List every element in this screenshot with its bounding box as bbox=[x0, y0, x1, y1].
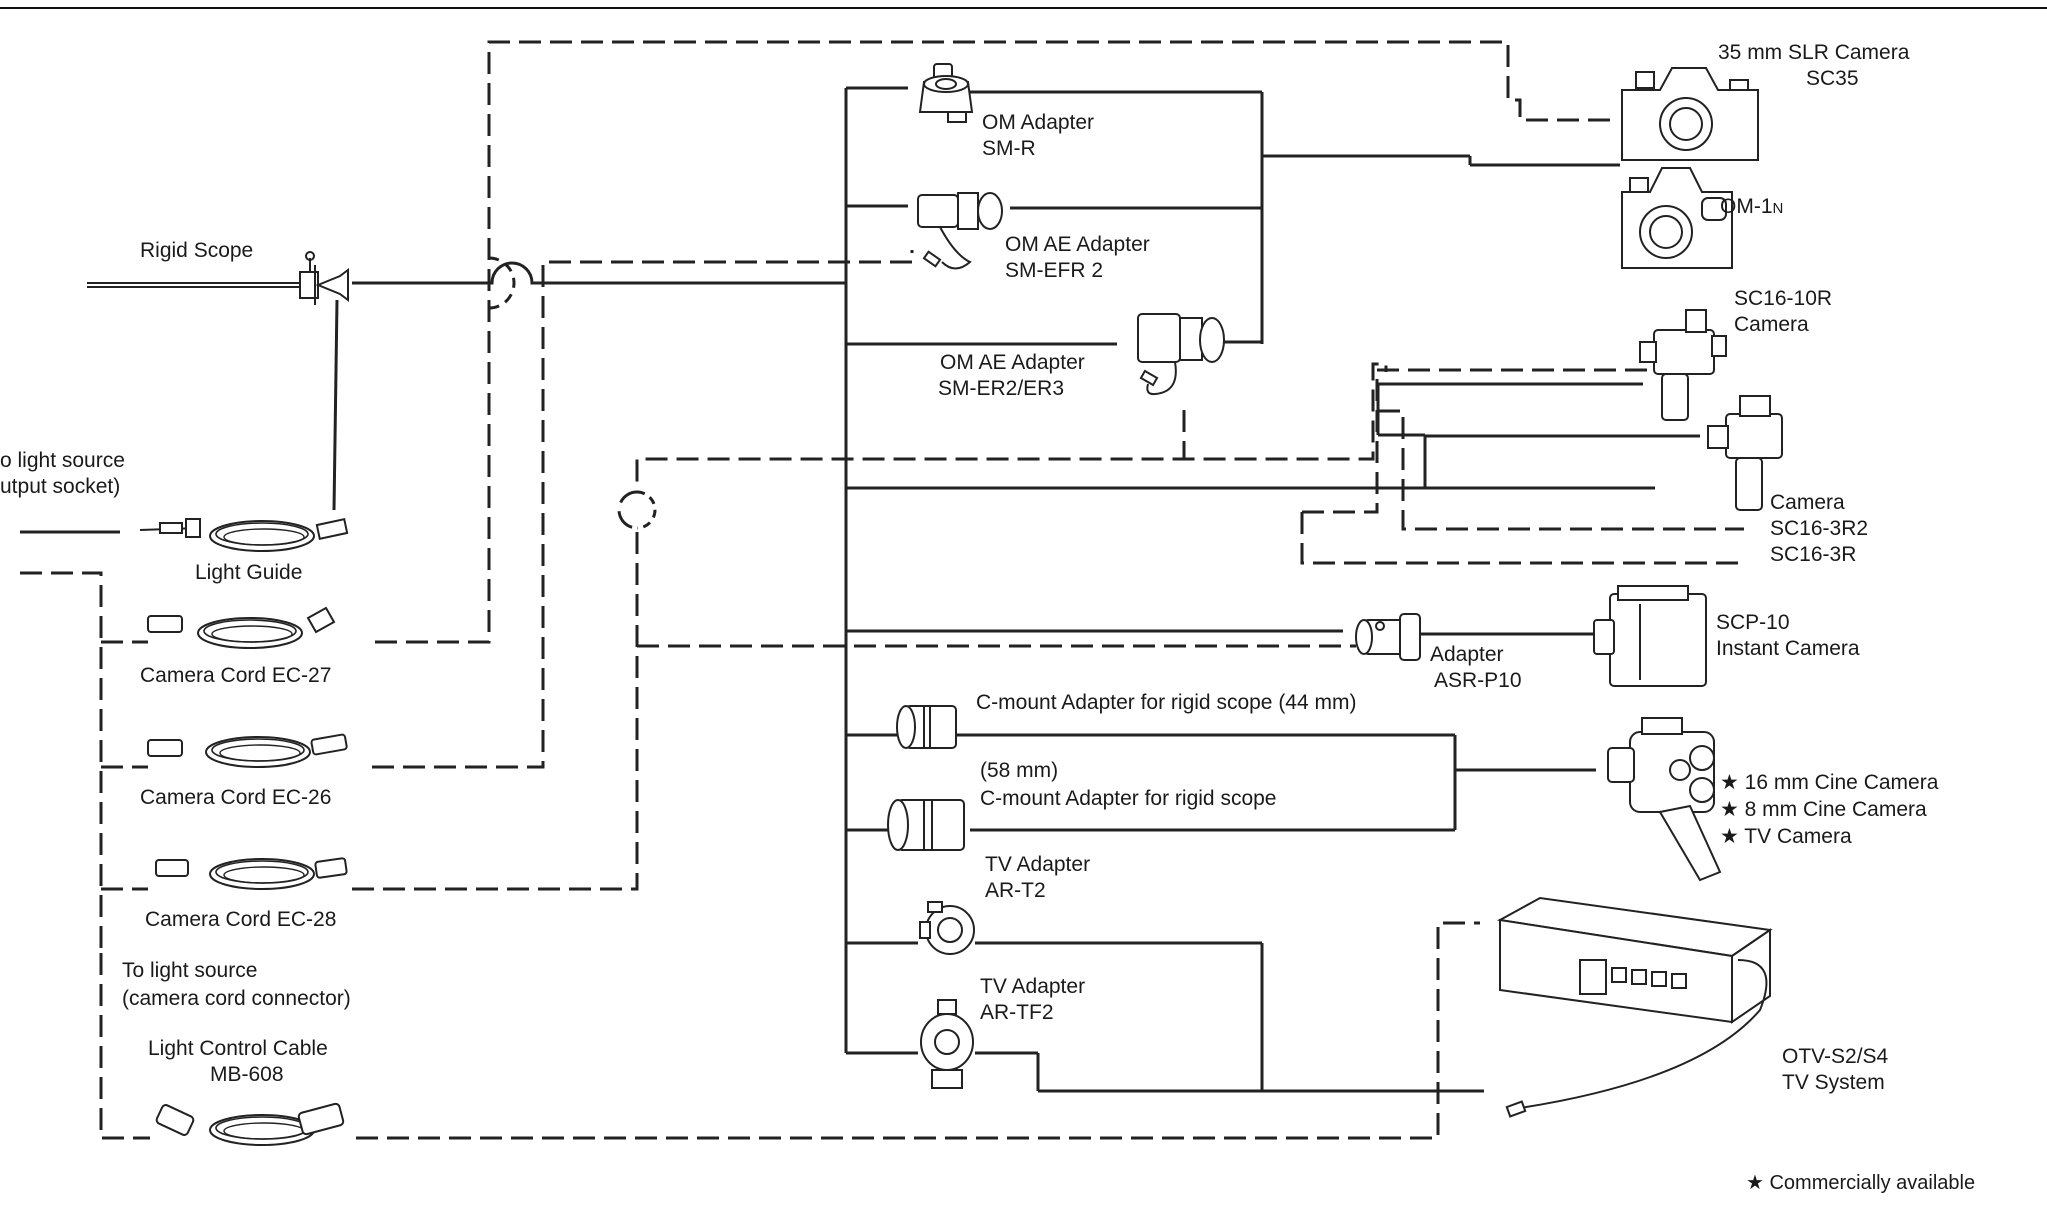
om-ae-adapter-sm-er-label-1: OM AE Adapter bbox=[940, 350, 1085, 376]
otv-label-2: TV System bbox=[1782, 1070, 1885, 1096]
om-ae-adapter-sm-efr2-label-2: SM-EFR 2 bbox=[1005, 258, 1103, 284]
om-1n-camera-icon bbox=[1622, 168, 1732, 268]
cine-16-label: ★ 16 mm Cine Camera bbox=[1720, 770, 1938, 796]
om-adapter-sm-r-label-1: OM Adapter bbox=[982, 110, 1094, 136]
scp-10-label-2: Instant Camera bbox=[1716, 636, 1860, 662]
om-ae-adapter-sm-er-label-2: SM-ER2/ER3 bbox=[938, 376, 1064, 402]
tv-adapter-ar-tf2-label-1: TV Adapter bbox=[980, 974, 1085, 1000]
light-control-cable-label: Light Control Cable bbox=[148, 1036, 328, 1062]
sc16-3r-label-2: SC16-3R2 bbox=[1770, 516, 1868, 542]
om-adapter-sm-r-icon bbox=[920, 64, 972, 122]
light-control-cable-icon bbox=[155, 1103, 344, 1145]
adapter-asr-p10-label-2: ASR-P10 bbox=[1434, 668, 1522, 694]
om-adapter-sm-r-label-2: SM-R bbox=[982, 136, 1036, 162]
om-1n-main: OM-1 bbox=[1720, 195, 1773, 218]
sc35-label-2: SC35 bbox=[1806, 66, 1859, 92]
light-source-output-label-2: utput socket) bbox=[0, 474, 120, 500]
rigid-scope-label: Rigid Scope bbox=[140, 238, 253, 264]
c-mount-adapter-58-icon bbox=[888, 800, 964, 850]
adapter-asr-p10-icon bbox=[1356, 614, 1420, 660]
cine-8-label: ★ 8 mm Cine Camera bbox=[1720, 797, 1927, 823]
c-mount-58-label-1: (58 mm) bbox=[980, 758, 1058, 784]
tv-adapter-ar-t2-label-2: AR-T2 bbox=[985, 878, 1046, 904]
light-guide-icon bbox=[140, 519, 347, 551]
sc16-10r-label-2: Camera bbox=[1734, 312, 1809, 338]
om-ae-adapter-sm-efr2-label-1: OM AE Adapter bbox=[1005, 232, 1150, 258]
camera-cord-ec26-icon bbox=[148, 734, 347, 767]
c-mount-58-label-2: C-mount Adapter for rigid scope bbox=[980, 786, 1276, 812]
c-mount-44-label: C-mount Adapter for rigid scope (44 mm) bbox=[976, 690, 1356, 716]
to-light-source-label-2: (camera cord connector) bbox=[122, 986, 351, 1012]
light-source-output-label-1: o light source bbox=[0, 448, 125, 474]
cine-camera-icon bbox=[1608, 718, 1720, 880]
slr-camera-sc35-icon bbox=[1622, 68, 1758, 160]
camera-cord-ec28-label: Camera Cord EC-28 bbox=[145, 907, 336, 933]
sc35-label-1: 35 mm SLR Camera bbox=[1718, 40, 1909, 66]
tv-adapter-ar-t2-label-1: TV Adapter bbox=[985, 852, 1090, 878]
camera-cord-ec27-icon bbox=[148, 608, 334, 648]
tv-camera-label: ★ TV Camera bbox=[1720, 824, 1852, 850]
camera-cord-ec28-icon bbox=[156, 858, 347, 889]
otv-tv-system-icon bbox=[1500, 898, 1770, 1116]
adapter-asr-p10-label-1: Adapter bbox=[1430, 642, 1504, 668]
sc16-10r-label-1: SC16-10R bbox=[1734, 286, 1832, 312]
scp-10-label-1: SCP-10 bbox=[1716, 610, 1790, 636]
sc16-3r-label-3: SC16-3R bbox=[1770, 542, 1856, 568]
om-ae-adapter-sm-efr2-icon bbox=[918, 193, 1002, 269]
otv-label-1: OTV-S2/S4 bbox=[1782, 1044, 1888, 1070]
sc16-3r-label-1: Camera bbox=[1770, 490, 1845, 516]
light-guide-label: Light Guide bbox=[195, 560, 302, 586]
scp-10-instant-camera-icon bbox=[1594, 586, 1706, 686]
sc16-10r-camera-icon bbox=[1640, 310, 1726, 420]
om-ae-adapter-sm-er-icon bbox=[1138, 314, 1224, 394]
camera-cord-ec27-label: Camera Cord EC-27 bbox=[140, 663, 331, 689]
om-1n-label: OM-1N bbox=[1720, 194, 1783, 222]
tv-adapter-ar-tf2-label-2: AR-TF2 bbox=[980, 1000, 1054, 1026]
c-mount-adapter-44-icon bbox=[897, 706, 956, 748]
light-control-cable-model: MB-608 bbox=[210, 1062, 284, 1088]
camera-cord-ec26-label: Camera Cord EC-26 bbox=[140, 785, 331, 811]
om-1n-sub: N bbox=[1773, 200, 1784, 217]
footnote-commercially-available: ★ Commercially available bbox=[1746, 1170, 1975, 1196]
tv-adapter-ar-tf2-icon bbox=[921, 1000, 973, 1088]
to-light-source-label-1: To light source bbox=[122, 958, 257, 984]
tv-adapter-ar-t2-icon bbox=[920, 902, 974, 954]
